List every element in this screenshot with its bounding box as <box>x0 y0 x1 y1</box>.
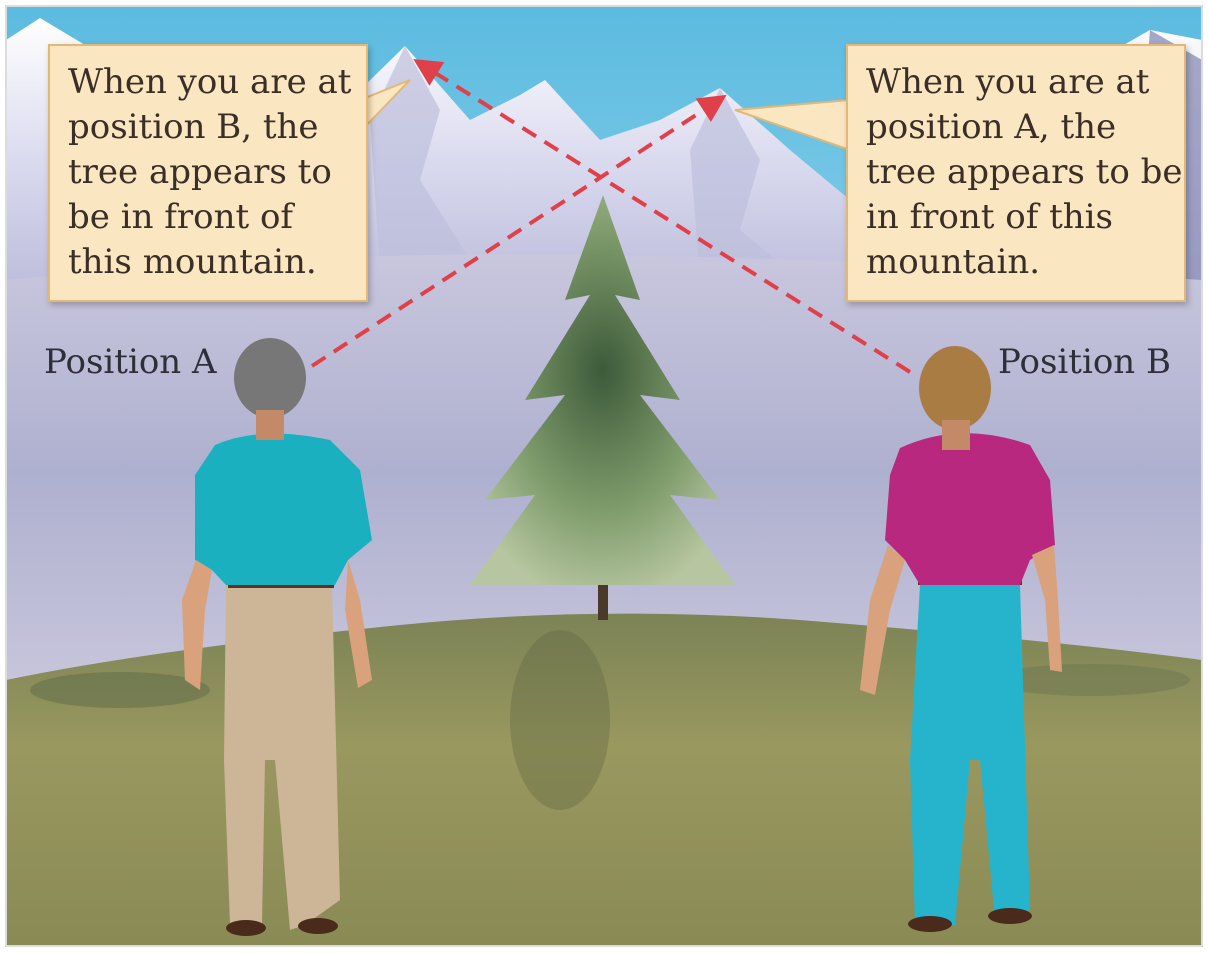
callout-right-line: When you are at <box>866 60 1166 105</box>
person-b-shoe <box>908 916 952 932</box>
person-a-neck <box>256 410 284 440</box>
person-a-shoe <box>298 918 338 934</box>
person-b-head <box>919 346 991 430</box>
grass-patch <box>30 672 210 708</box>
position-a-label: Position A <box>44 342 217 382</box>
person-a-shirt <box>195 434 372 585</box>
callout-right-line: mountain. <box>866 240 1166 285</box>
callout-left-line: When you are at <box>68 60 348 105</box>
position-b-label: Position B <box>998 342 1171 382</box>
person-b-neck <box>942 420 970 450</box>
callout-left-line: this mountain. <box>68 240 348 285</box>
person-a-shoe <box>226 920 266 936</box>
person-a-head <box>234 338 306 418</box>
callout-right-line: tree appears to be <box>866 150 1166 195</box>
callout-position-b: When you are at position B, the tree app… <box>48 44 368 302</box>
tree-shadow <box>510 630 610 810</box>
callout-left-line: position B, the <box>68 105 348 150</box>
callout-left-line: tree appears to <box>68 150 348 195</box>
callout-position-a: When you are at position A, the tree app… <box>846 44 1186 302</box>
callout-right-line: in front of this <box>866 195 1166 240</box>
person-b-shoe <box>988 908 1032 924</box>
callout-right-line: position A, the <box>866 105 1166 150</box>
callout-left-line: be in front of <box>68 195 348 240</box>
